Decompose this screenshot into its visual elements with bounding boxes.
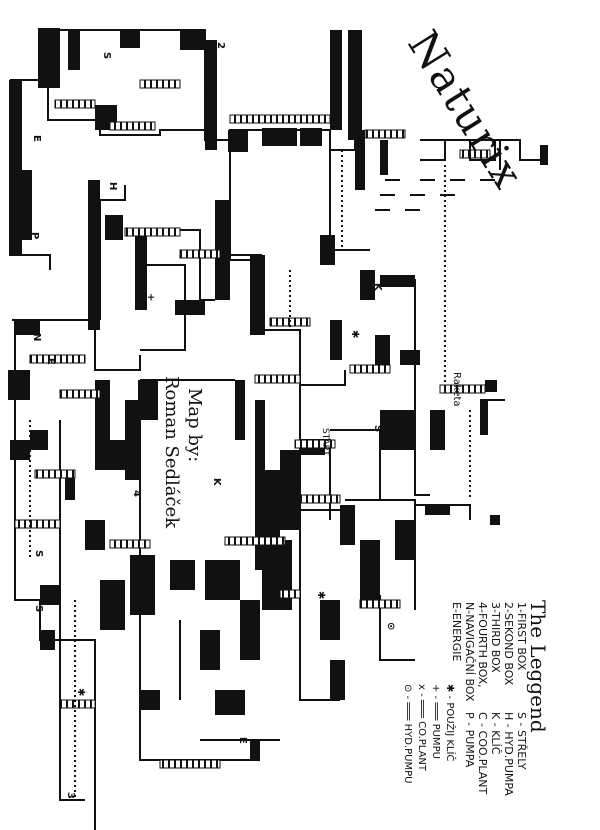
marker-n: N [31, 333, 42, 342]
marker-3-top: 3 [203, 88, 214, 95]
title-decoration [375, 139, 545, 211]
marker-s-lower: S [33, 605, 44, 613]
marker-e-bottom: E [237, 737, 248, 744]
marker-s-top: S [346, 30, 357, 38]
legend-symbol-entry-3: ⊙ - ═══ HYD.PUMPU [402, 684, 413, 784]
legend-item-entry-3: C - COO.PLANT [476, 712, 489, 795]
legend-symbol-entry-0: ✱ - POUŽIJ KLÍČ [444, 684, 455, 762]
marker-s-right: S [372, 425, 383, 433]
legend-item-entry-2: K - KLÍČ [489, 712, 502, 755]
marker-h: H [107, 182, 118, 191]
marker-2-top: 2 [215, 42, 226, 49]
marker-circle: ⊙ [385, 622, 396, 631]
marker-p-left: P [29, 232, 40, 240]
legend-box-entry-2: 3-THIRD BOX [489, 602, 502, 673]
marker-e-mid: E [45, 358, 56, 365]
marker-k-center: K [211, 478, 222, 486]
legend-box-entry-1: 2-SEKOND BOX [502, 602, 515, 686]
raketa-label: Raketa [451, 372, 462, 407]
marker-star-top: ✱ [349, 330, 360, 339]
legend-symbol-entry-2: x - ═══ CO.PLANT [416, 684, 427, 772]
legend-box-entry-5: E-ENERGIE [450, 602, 463, 662]
map-shafts [29, 150, 471, 800]
credit-line1: Map by: [184, 388, 205, 463]
credit-line2: Roman Sedláček [161, 376, 182, 529]
legend-item-entry-0: S - STŘELY [515, 712, 528, 770]
legend-box-entry-0: 1-FIRST BOX [515, 602, 528, 671]
map-ladders [14, 79, 491, 769]
legend-box-entry-3: 4-FOURTH BOX, [476, 602, 489, 688]
marker-x: X [33, 436, 44, 444]
marker-star-bottom: ✱ [315, 591, 326, 600]
marker-star-left: ✱ [75, 688, 86, 697]
marker-e-left: E [31, 135, 42, 142]
legend-symbol-entry-1: + - ═══ PUMPU [430, 684, 441, 759]
legend-heading: The Leggend [526, 600, 550, 733]
marker-plus: + [145, 293, 156, 302]
legend-box-entry-4: N-NAVIGAČNÍ BOX [463, 602, 476, 702]
legend-item-entry-4: P - PUMPA [463, 712, 476, 768]
marker-s-small: S [101, 52, 112, 60]
map-solid-walls [8, 28, 548, 760]
marker-3-bottom: 3 [65, 792, 76, 799]
legend-item-entry-1: H - HYD.PUMPA [502, 712, 515, 796]
start-label: START [320, 428, 330, 456]
marker-s-left: S [33, 550, 44, 558]
marker-k-mid: K [109, 455, 120, 463]
marker-k-right: K [372, 283, 383, 291]
marker-4: 4 [131, 490, 142, 497]
